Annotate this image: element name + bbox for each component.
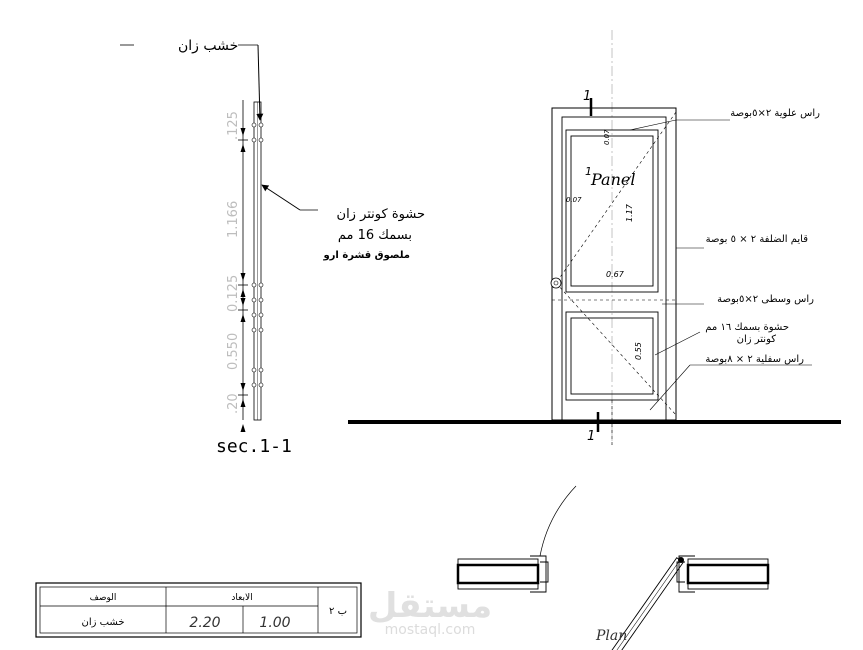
section-mark-top: 1 bbox=[583, 89, 591, 104]
door-elevation: 1 1 1 Panel 0.07 0.07 1.17 0.67 0.55 bbox=[348, 30, 841, 445]
plan-caption: Plan bbox=[595, 628, 627, 644]
plan-hinge-icon bbox=[678, 557, 684, 563]
watermark-latin: mostaql.com bbox=[385, 622, 476, 638]
dim-text-5: .20 bbox=[226, 393, 241, 414]
dim-text-4: 0.550 bbox=[226, 333, 241, 370]
note-bottom-rail: راس سفلية ٢ × ٨بوصة bbox=[705, 354, 804, 365]
table-header-desc: الوصف bbox=[90, 593, 117, 603]
upper-panel-inner bbox=[570, 135, 654, 287]
table-header-dims: الابعاد bbox=[231, 593, 252, 603]
note-infill-material: كونتر زان bbox=[737, 334, 777, 345]
note-infill: حشوة بسمك ١٦ مم bbox=[705, 322, 789, 333]
section-thickness-label: بسمك 16 مم bbox=[338, 228, 412, 243]
lower-panel-inner bbox=[570, 317, 654, 395]
dim-height: 1.17 bbox=[625, 203, 634, 222]
section-veneer-label: ملصوق قشرة ارو bbox=[322, 250, 410, 261]
section-drawing: .125 1.166 0.125 0.550 .20 خشب زان حشوة … bbox=[120, 38, 425, 457]
plan-wall-right bbox=[687, 558, 769, 590]
table-cell-height: 2.20 bbox=[189, 615, 220, 631]
watermark-arabic: مستقل bbox=[368, 586, 492, 626]
dim-text-1: .125 bbox=[226, 111, 241, 140]
door-handle-icon bbox=[550, 277, 562, 289]
section-infill-label: حشوة كونتر زان bbox=[337, 207, 425, 222]
plan-swing-arc bbox=[539, 485, 577, 557]
schedule-table: الوصف الابعاد خشب زان 2.20 1.00 ب ٢ bbox=[35, 582, 362, 638]
section-top-label: خشب زان bbox=[178, 38, 238, 54]
dim-text-2: 1.166 bbox=[226, 201, 241, 238]
table-cell-code: ب ٢ bbox=[329, 606, 347, 617]
plan-wall-left bbox=[457, 558, 539, 590]
note-stile: قايم الضلفة ٢ × ٥ بوصة bbox=[706, 234, 809, 245]
floor-line bbox=[348, 420, 841, 424]
dim-lower: 0.55 bbox=[634, 342, 643, 360]
section-caption: sec.1-1 bbox=[216, 436, 292, 457]
note-mid-rail: راس وسطى ٢×٥بوصة bbox=[717, 294, 814, 305]
door-plan: Plan bbox=[456, 485, 770, 650]
dim-top: 0.07 bbox=[603, 129, 611, 145]
table-cell-width: 1.00 bbox=[259, 615, 290, 631]
watermark: مستقل mostaql.com bbox=[368, 586, 492, 638]
dim-left: 0.07 bbox=[566, 196, 582, 204]
upper-panel-outer bbox=[565, 129, 659, 293]
note-top-rail: راس علوية ٢×٥بوصة bbox=[730, 108, 820, 119]
dim-text-3: 0.125 bbox=[226, 275, 241, 312]
section-mark-bottom: 1 bbox=[587, 429, 595, 444]
panel-title-sup: 1 bbox=[585, 165, 592, 178]
section-bumps bbox=[251, 122, 264, 388]
door-leaf bbox=[561, 116, 667, 421]
table-cell-desc: خشب زان bbox=[81, 617, 124, 628]
dim-width: 0.67 bbox=[606, 270, 625, 279]
panel-title: Panel bbox=[590, 170, 635, 189]
